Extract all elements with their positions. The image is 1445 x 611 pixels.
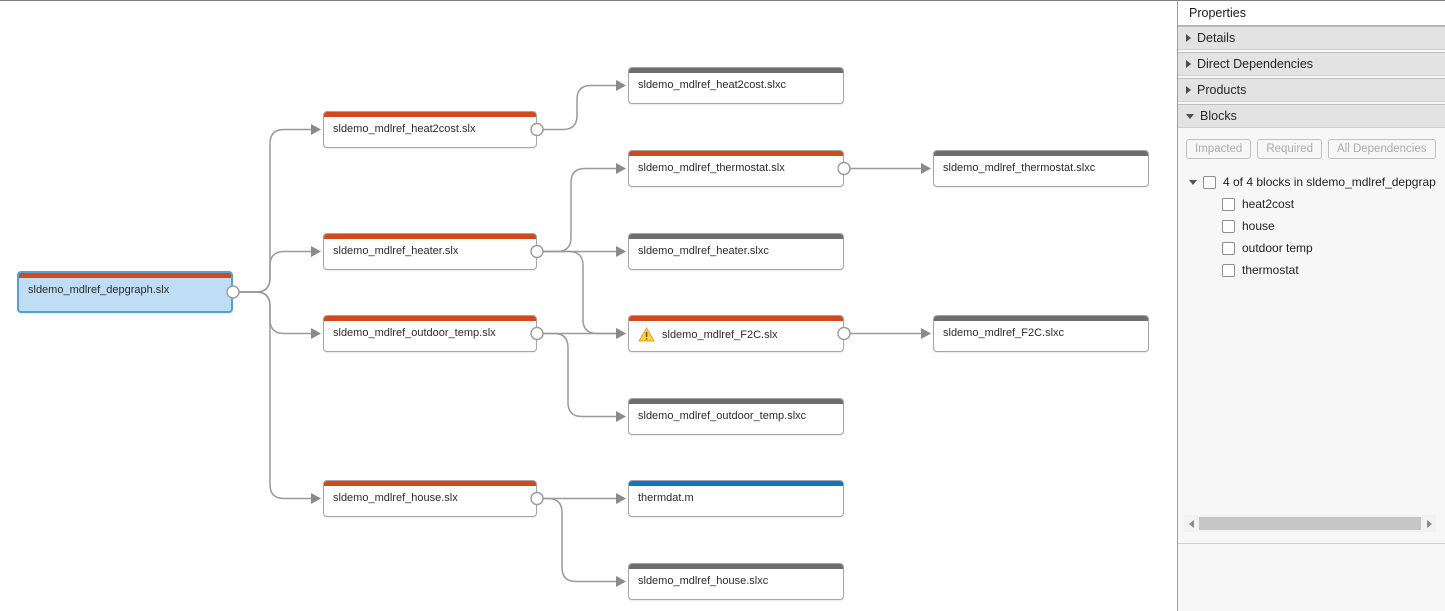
graph-node-f2c_c[interactable]: sldemo_mdlref_F2C.slxc <box>933 315 1149 352</box>
section-blocks[interactable]: Blocks <box>1178 104 1445 128</box>
all-dependencies-button[interactable]: All Dependencies <box>1327 139 1436 159</box>
blocks-section-body: Impacted Required All Dependencies 4 of … <box>1178 130 1445 281</box>
node-type-bar <box>19 273 231 278</box>
node-type-bar <box>629 68 843 73</box>
tree-item-label: heat2cost <box>1242 197 1295 211</box>
node-type-bar <box>324 481 536 486</box>
node-type-bar <box>629 316 843 321</box>
graph-node-thermostat[interactable]: sldemo_mdlref_thermostat.slx <box>628 150 844 187</box>
impacted-button[interactable]: Impacted <box>1186 139 1252 159</box>
section-products[interactable]: Products <box>1178 78 1445 102</box>
panel-divider <box>1177 1 1178 611</box>
node-label: sldemo_mdlref_heat2cost.slxc <box>638 79 786 91</box>
node-type-bar <box>934 151 1148 156</box>
node-label: sldemo_mdlref_F2C.slxc <box>943 327 1065 339</box>
tree-root-row[interactable]: 4 of 4 blocks in sldemo_mdlref_depgrap <box>1186 171 1445 193</box>
tree-collapse-icon[interactable] <box>1189 179 1197 185</box>
required-button[interactable]: Required <box>1257 139 1322 159</box>
tree-root-label: 4 of 4 blocks in sldemo_mdlref_depgrap <box>1223 175 1436 189</box>
tree-item-heat2cost[interactable]: heat2cost <box>1186 193 1445 215</box>
node-label: sldemo_mdlref_outdoor_temp.slxc <box>638 410 807 422</box>
node-label: sldemo_mdlref_heater.slxc <box>638 245 769 257</box>
section-direct-dependencies[interactable]: Direct Dependencies <box>1178 52 1445 76</box>
section-details[interactable]: Details <box>1178 26 1445 50</box>
properties-panel: Properties Details Direct Dependencies P… <box>1178 1 1445 611</box>
graph-node-thermostat_c[interactable]: sldemo_mdlref_thermostat.slxc <box>933 150 1149 187</box>
node-label: thermdat.m <box>638 492 694 504</box>
node-label: sldemo_mdlref_outdoor_temp.slx <box>333 327 496 339</box>
chevron-right-icon <box>1186 34 1191 42</box>
section-blocks-label: Blocks <box>1200 109 1237 123</box>
horizontal-scrollbar[interactable] <box>1184 515 1436 532</box>
house-checkbox[interactable] <box>1222 219 1235 233</box>
scroll-right-icon[interactable] <box>1422 515 1436 532</box>
graph-node-heat2cost[interactable]: sldemo_mdlref_heat2cost.slx <box>323 111 537 148</box>
node-type-bar <box>629 399 843 404</box>
node-label: sldemo_mdlref_thermostat.slxc <box>943 162 1096 174</box>
node-type-bar <box>324 234 536 239</box>
section-details-label: Details <box>1197 31 1236 45</box>
properties-panel-title: Properties <box>1178 1 1445 26</box>
node-label: sldemo_mdlref_depgraph.slx <box>28 284 170 296</box>
node-type-bar <box>629 234 843 239</box>
tree-item-label: outdoor temp <box>1242 241 1313 255</box>
tree-item-thermostat[interactable]: thermostat <box>1186 259 1445 281</box>
node-label: sldemo_mdlref_F2C.slx <box>662 328 778 341</box>
graph-node-thermdat[interactable]: thermdat.m <box>628 480 844 517</box>
scrollbar-thumb[interactable] <box>1199 517 1421 530</box>
graph-node-f2c[interactable]: sldemo_mdlref_F2C.slx <box>628 315 844 352</box>
graph-node-outdoor_c[interactable]: sldemo_mdlref_outdoor_temp.slxc <box>628 398 844 435</box>
chevron-right-icon <box>1186 60 1191 68</box>
tree-root-checkbox[interactable] <box>1203 175 1216 189</box>
node-label: sldemo_mdlref_heat2cost.slx <box>333 123 476 135</box>
node-label: sldemo_mdlref_thermostat.slx <box>638 162 785 174</box>
tree-item-house[interactable]: house <box>1186 215 1445 237</box>
tree-item-label: thermostat <box>1242 263 1299 277</box>
node-label: sldemo_mdlref_house.slx <box>333 492 458 504</box>
panel-bottom-divider <box>1178 543 1445 544</box>
graph-node-outdoor[interactable]: sldemo_mdlref_outdoor_temp.slx <box>323 315 537 352</box>
section-products-label: Products <box>1197 83 1247 97</box>
node-label: sldemo_mdlref_heater.slx <box>333 245 459 257</box>
graph-node-house[interactable]: sldemo_mdlref_house.slx <box>323 480 537 517</box>
node-type-bar <box>324 316 536 321</box>
graph-node-heater[interactable]: sldemo_mdlref_heater.slx <box>323 233 537 270</box>
node-type-bar <box>934 316 1148 321</box>
graph-node-heater_c[interactable]: sldemo_mdlref_heater.slxc <box>628 233 844 270</box>
node-type-bar <box>629 481 843 486</box>
dependency-graph-canvas[interactable]: sldemo_mdlref_depgraph.slx sldemo_mdlref_… <box>0 1 1177 611</box>
node-type-bar <box>324 112 536 117</box>
graph-node-depgraph[interactable]: sldemo_mdlref_depgraph.slx <box>17 271 233 313</box>
chevron-down-icon <box>1186 113 1194 119</box>
graph-node-house_c[interactable]: sldemo_mdlref_house.slxc <box>628 563 844 600</box>
section-direct-dependencies-label: Direct Dependencies <box>1197 57 1314 71</box>
node-type-bar <box>629 151 843 156</box>
blocks-tree: 4 of 4 blocks in sldemo_mdlref_depgrap h… <box>1186 171 1445 281</box>
scroll-left-icon[interactable] <box>1184 515 1198 532</box>
tree-item-outdoor-temp[interactable]: outdoor temp <box>1186 237 1445 259</box>
chevron-right-icon <box>1186 86 1191 94</box>
graph-node-heat2cost_c[interactable]: sldemo_mdlref_heat2cost.slxc <box>628 67 844 104</box>
node-type-bar <box>629 564 843 569</box>
warning-icon <box>638 327 655 342</box>
thermostat-checkbox[interactable] <box>1222 263 1235 277</box>
heat2cost-checkbox[interactable] <box>1222 197 1235 211</box>
node-label: sldemo_mdlref_house.slxc <box>638 575 769 587</box>
tree-item-label: house <box>1242 219 1275 233</box>
outdoor-temp-checkbox[interactable] <box>1222 241 1235 255</box>
